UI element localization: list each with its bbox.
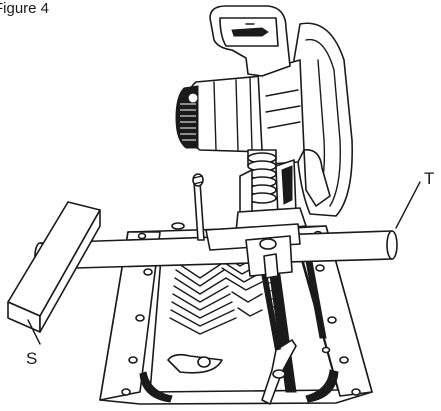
leader-line-S xyxy=(27,319,41,345)
figure-title: Figure 4 xyxy=(0,0,50,17)
wood-spacer-S xyxy=(7,201,101,333)
callout-label-S: S xyxy=(26,349,38,368)
vise-clamp[interactable] xyxy=(205,223,301,279)
angle-lock-handle[interactable] xyxy=(261,339,297,405)
leader-line-T xyxy=(395,181,421,229)
saw-head xyxy=(175,5,353,233)
vise-post xyxy=(171,173,205,241)
callout-label-T: T xyxy=(424,169,435,188)
